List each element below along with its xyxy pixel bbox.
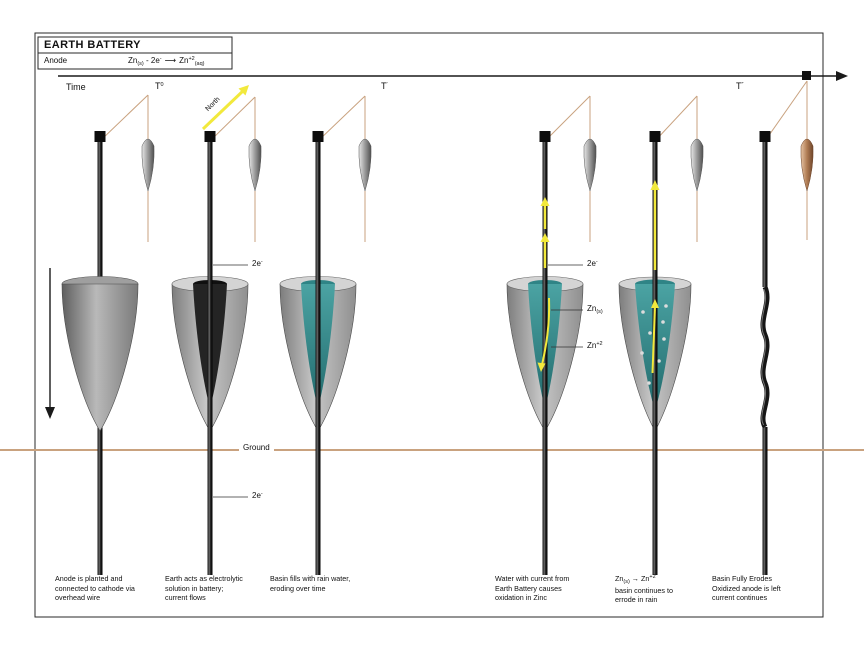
- caption-line: basin continues to: [615, 585, 673, 595]
- reaction-arrow: ⟶: [164, 56, 177, 65]
- electrons-label-2: 2e-: [587, 259, 598, 268]
- anode-rod: [542, 140, 548, 575]
- caption-line: connected to cathode via: [55, 583, 135, 593]
- zinc-ions: [640, 304, 668, 385]
- overhead-wire: [99, 94, 149, 242]
- overhead-wire: [654, 95, 698, 242]
- stage-4-oxidation: [506, 95, 597, 575]
- caption-line: Water with current from: [495, 574, 570, 583]
- twisted-rod-highlight: [761, 288, 766, 426]
- timeline-arrowhead: [836, 71, 848, 81]
- caption-line: current continues: [712, 593, 768, 602]
- overhead-wire: [764, 80, 808, 240]
- stage-2-current-flows: [171, 85, 262, 575]
- oxidation-arrow-down: [537, 297, 551, 372]
- time-marker-t0: T0: [155, 81, 164, 91]
- overhead-wire: [317, 95, 366, 242]
- plumb-weight: [141, 138, 155, 192]
- plumb-weight: [248, 138, 262, 192]
- time-marker-t1: T′: [381, 81, 388, 91]
- zinc-solid-label: Zn(s): [587, 304, 603, 315]
- depth-arrow: [45, 268, 55, 419]
- time-marker-t2: T″: [736, 81, 744, 91]
- caption-line: Anode is planted and: [55, 574, 123, 583]
- rod-cap: [204, 131, 216, 142]
- caption-stage-3: Basin fills with rain water, eroding ove…: [270, 574, 350, 593]
- stage-5-basin-erodes: [618, 95, 704, 575]
- anode-half-reaction: Zn(s) - 2e-⟶Zn+2(aq): [128, 56, 205, 67]
- current-arrows-up: [540, 197, 550, 268]
- equation-reactant: Zn: [128, 56, 138, 65]
- diagram-border: [34, 32, 824, 618]
- caption-line: eroding over time: [270, 583, 326, 593]
- anode-rod: [315, 140, 321, 575]
- rod-cap: [539, 131, 551, 142]
- caption-line: Earth acts as electrolytic: [165, 574, 243, 583]
- stage-6-fully-eroded: [759, 80, 814, 575]
- caption-line: Oxidized anode is left: [712, 583, 781, 593]
- rod-cap: [94, 131, 106, 142]
- page-title: EARTH BATTERY: [44, 39, 141, 51]
- caption-line: solution in battery;: [165, 583, 224, 593]
- corroded-plumb-weight: [800, 138, 814, 192]
- plumb-weight: [583, 138, 597, 192]
- ground-label: Ground: [239, 444, 274, 452]
- overhead-wire: [209, 96, 256, 242]
- equation-electrons-charge: -: [159, 56, 162, 62]
- north-arrow: [201, 85, 249, 131]
- anode-label: Anode: [44, 56, 68, 65]
- overhead-wire: [544, 95, 591, 242]
- rod-cap: [312, 131, 324, 142]
- oxidized-twisted-rod: [760, 286, 770, 429]
- time-axis-label: Time: [66, 82, 86, 92]
- equation-product: Zn: [179, 56, 189, 65]
- anode-rod-upper: [762, 140, 768, 287]
- caption-line: errode in rain: [615, 595, 658, 604]
- anode-rod: [652, 140, 658, 575]
- plumb-weight: [690, 138, 704, 192]
- anode-rod-lower: [762, 427, 768, 575]
- legend-box: [37, 36, 233, 70]
- caption-line: Basin fills with rain water,: [270, 574, 351, 583]
- caption-stage-4: Water with current from Earth Battery ca…: [495, 574, 569, 603]
- equation-product-charge: +2: [188, 56, 195, 62]
- anode-body: [61, 283, 139, 432]
- current-arrow-up: [650, 180, 660, 374]
- plumb-weight: [358, 138, 372, 192]
- rod-cap: [649, 131, 661, 142]
- equation-reactant-state: (s): [137, 61, 144, 67]
- zinc-ion-label: Zn+2: [587, 341, 603, 350]
- stage-1-anode-planted: [61, 94, 155, 575]
- caption-line: overhead wire: [55, 593, 101, 602]
- caption-stage-2: Earth acts as electrolytic solution in b…: [165, 574, 243, 603]
- electrons-label-1: 2e-: [252, 259, 263, 268]
- caption-line: oxidation in Zinc: [495, 593, 547, 602]
- caption-stage-1: Anode is planted and connected to cathod…: [55, 574, 135, 603]
- caption-line: Basin Fully Erodes: [712, 574, 772, 583]
- equation-electrons: - 2e: [143, 56, 160, 65]
- anode-rod: [207, 140, 213, 575]
- caption-line: Earth Battery causes: [495, 583, 562, 593]
- electrons-label-underground: 2e-: [252, 491, 263, 500]
- timeline-attach-marker: [802, 71, 811, 80]
- rod-cap: [759, 131, 771, 142]
- equation-product-state: (aq): [194, 61, 205, 67]
- caption-stage-6: Basin Fully Erodes Oxidized anode is lef…: [712, 574, 781, 603]
- timeline-arrow: [58, 71, 848, 81]
- caption-formula: Zn(s) → Zn+2: [615, 574, 656, 585]
- caption-stage-5: Zn(s) → Zn+2 basin continues to errode i…: [615, 574, 673, 605]
- stage-3-basin-fills: [279, 95, 372, 575]
- caption-line: current flows: [165, 593, 206, 602]
